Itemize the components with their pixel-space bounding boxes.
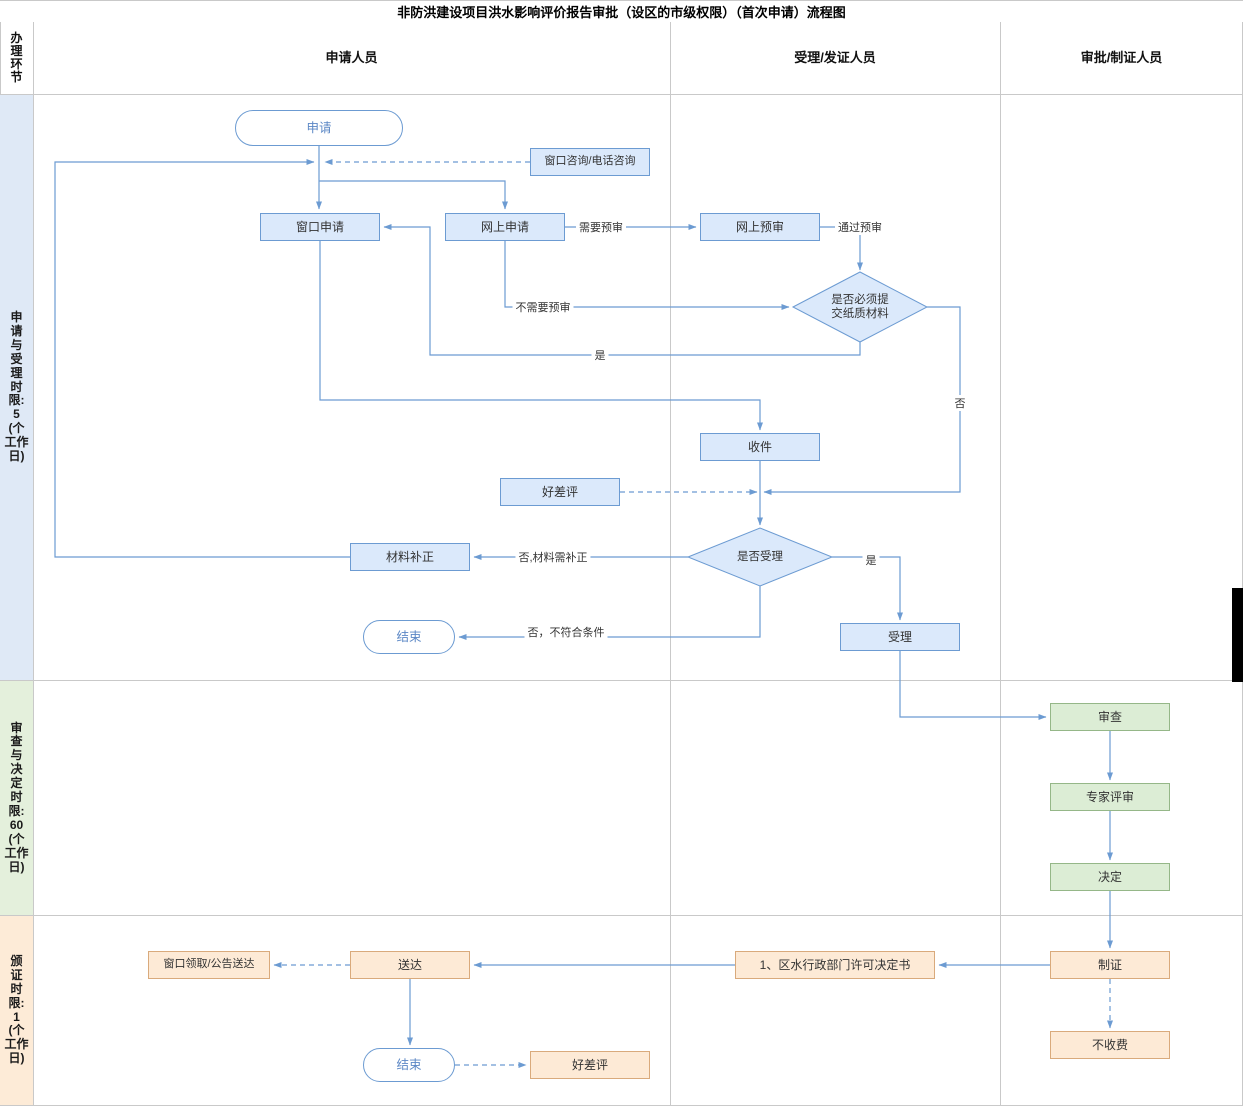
node-deliver: 送达 (350, 951, 470, 979)
edge-label-no-correct: 否,材料需补正 (515, 549, 591, 565)
node-no-fee: 不收费 (1050, 1031, 1170, 1059)
header-lane-approval: 审批/制证人员 (1080, 49, 1163, 65)
header-bottom-border (0, 94, 1243, 95)
node-pickup: 窗口领取/公告送达 (148, 951, 270, 979)
decision-must-paper-label: 是否必须提 交纸质材料 (831, 293, 889, 320)
node-consult: 窗口咨询/电话咨询 (530, 148, 650, 176)
diagram-title: 非防洪建设项目洪水影响评价报告审批（设区的市级权限）（首次申请）流程图 (397, 4, 846, 20)
node-review: 审查 (1050, 703, 1170, 731)
lane-divider-1 (670, 22, 671, 1105)
header-stage-column: 办 理 环 节 (10, 30, 23, 85)
stage-band-apply-accept: 申 请 与 受 理 时 限: 5 (个 工作 日) (0, 95, 33, 680)
node-start: 申请 (235, 110, 403, 146)
node-decide: 决定 (1050, 863, 1170, 891)
node-expert-review: 专家评审 (1050, 783, 1170, 811)
edge-label-no-reject: 否，不符合条件 (524, 624, 608, 640)
node-window-apply: 窗口申请 (260, 213, 380, 241)
node-make-cert: 制证 (1050, 951, 1170, 979)
band2-divider (0, 915, 1243, 916)
node-rating-1: 好差评 (500, 478, 620, 506)
lane-divider-2 (1000, 22, 1001, 1105)
header-lane-acceptance: 受理/发证人员 (794, 49, 876, 65)
edge-label-no-paper: 否 (951, 395, 969, 411)
node-online-apply: 网上申请 (445, 213, 565, 241)
black-bar (1232, 588, 1243, 682)
node-end-1: 结束 (363, 620, 455, 654)
node-online-preview: 网上预审 (700, 213, 820, 241)
node-rating-2: 好差评 (530, 1051, 650, 1079)
band1-divider (0, 680, 1243, 681)
edge-label-pass-preview: 通过预审 (835, 219, 885, 235)
node-end-2: 结束 (363, 1048, 455, 1082)
decision-accept-label: 是否受理 (737, 550, 783, 563)
edge-label-need-preview: 需要预审 (576, 219, 626, 235)
stage-band-review-decide: 审 查 与 决 定 时 限: 60 (个 工作 日) (0, 681, 33, 915)
table-bottom-border (0, 1105, 1243, 1106)
edge-label-yes-accept: 是 (862, 552, 880, 568)
edge-label-yes-paper: 是 (591, 347, 609, 363)
decision-must-paper-shape (791, 271, 929, 343)
decision-accept-shape (686, 527, 834, 587)
header-lane-applicant: 申请人员 (325, 49, 378, 65)
node-accept: 受理 (840, 623, 960, 651)
node-correction: 材料补正 (350, 543, 470, 571)
node-decision-doc: 1、区水行政部门许可决定书 (735, 951, 935, 979)
table-top-border (0, 0, 1243, 1)
edge-label-no-preview: 不需要预审 (512, 299, 574, 315)
node-receive: 收件 (700, 433, 820, 461)
stage-band-issue: 颁 证 时 限: 1 (个 工作 日) (0, 916, 33, 1105)
stage-column-divider (33, 22, 34, 1105)
